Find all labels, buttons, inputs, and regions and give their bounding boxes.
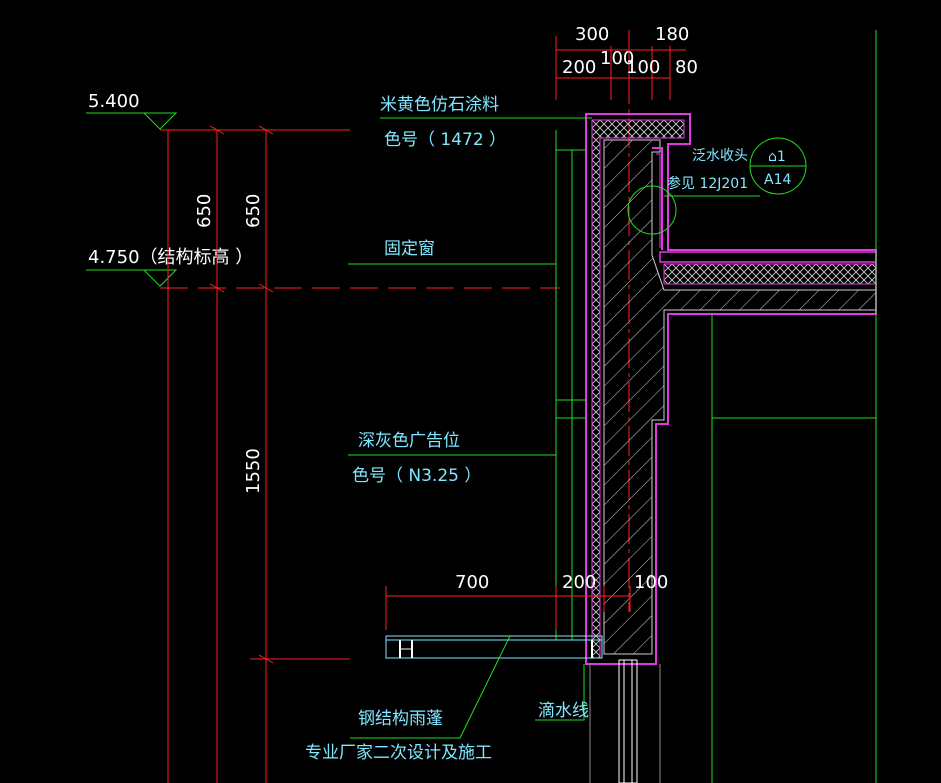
dimension-200-bottom: 200 bbox=[562, 572, 596, 593]
dimension-100-bottom: 100 bbox=[634, 572, 668, 593]
interior-gray-lines bbox=[589, 664, 661, 783]
coating-label: 米黄色仿石涂料 bbox=[380, 95, 499, 115]
dimension-1550: 1550 bbox=[243, 448, 264, 494]
elevation-top-label: 5.400 bbox=[88, 91, 140, 112]
lower-window-frame bbox=[618, 659, 638, 783]
elevation-structural-label: 4.750（结构标高 ） bbox=[88, 247, 253, 268]
canopy-section bbox=[385, 635, 603, 659]
dimension-100-top-a: 100 bbox=[600, 48, 634, 69]
bottom-dimension-lines bbox=[385, 586, 631, 630]
dimension-300: 300 bbox=[575, 24, 609, 45]
elevation-marker-structural: 4.750（结构标高 ） bbox=[86, 247, 253, 287]
elevation-marker-top: 5.400 bbox=[86, 91, 178, 130]
dimension-200-top: 200 bbox=[562, 57, 596, 78]
signage-color-label: 色号（ N3.25 ） bbox=[352, 466, 481, 486]
dimension-100-top-b: 100 bbox=[626, 57, 660, 78]
facade-lines bbox=[555, 30, 877, 783]
detail-callout: ⌂1 A14 bbox=[749, 137, 807, 195]
dimension-650-b: 650 bbox=[243, 194, 264, 228]
coating-color-label: 色号（ 1472 ） bbox=[384, 130, 506, 150]
dimension-700: 700 bbox=[455, 572, 489, 593]
flashing-ref-label: 参见 12J201 bbox=[667, 175, 748, 192]
vertical-dimension-lines bbox=[160, 125, 560, 783]
canopy-note-label: 专业厂家二次设计及施工 bbox=[305, 743, 492, 763]
canopy-label: 钢结构雨蓬 bbox=[358, 709, 443, 729]
flashing-label: 泛水收头 bbox=[692, 148, 748, 164]
dimension-80: 80 bbox=[675, 57, 698, 78]
fixed-window-label: 固定窗 bbox=[384, 239, 435, 259]
signage-label: 深灰色广告位 bbox=[358, 431, 460, 451]
dimension-180: 180 bbox=[655, 24, 689, 45]
dimension-650-a: 650 bbox=[194, 194, 215, 228]
wall-section bbox=[585, 113, 877, 665]
drip-line-label: 滴水线 bbox=[538, 701, 589, 721]
detail-callout-number: ⌂1 bbox=[768, 149, 786, 165]
detail-callout-sheet: A14 bbox=[764, 172, 791, 188]
leader-lines bbox=[348, 117, 760, 739]
